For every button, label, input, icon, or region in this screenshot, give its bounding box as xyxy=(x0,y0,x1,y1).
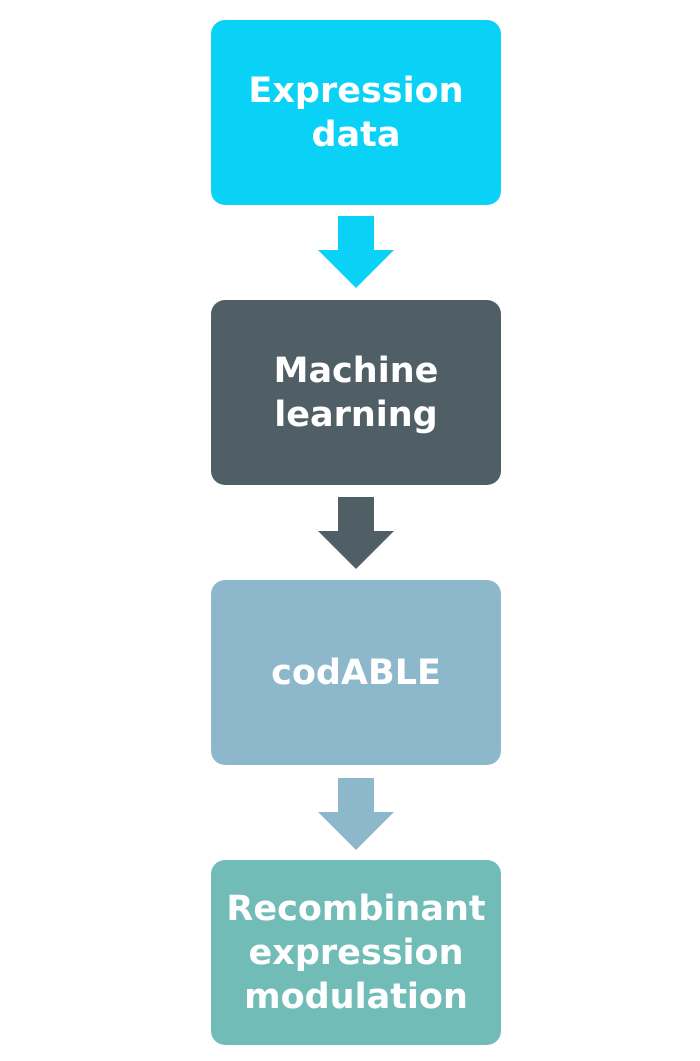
down-arrow-icon xyxy=(318,216,394,288)
flow-step-recombinant-expression-modulation: Recombinant expression modulation xyxy=(211,860,501,1045)
arrow-shape xyxy=(318,778,394,850)
flow-step-expression-data: Expression data xyxy=(211,20,501,205)
arrow-shape xyxy=(318,497,394,569)
flow-step-codable: codABLE xyxy=(211,580,501,765)
down-arrow-icon xyxy=(318,778,394,850)
flow-step-label: Recombinant expression modulation xyxy=(226,888,486,1017)
flow-step-label: Expression data xyxy=(248,70,464,155)
down-arrow-icon xyxy=(318,497,394,569)
flow-step-label: codABLE xyxy=(271,652,441,693)
arrow-shape xyxy=(318,216,394,288)
flow-step-label: Machine learning xyxy=(273,350,439,435)
flow-step-machine-learning: Machine learning xyxy=(211,300,501,485)
